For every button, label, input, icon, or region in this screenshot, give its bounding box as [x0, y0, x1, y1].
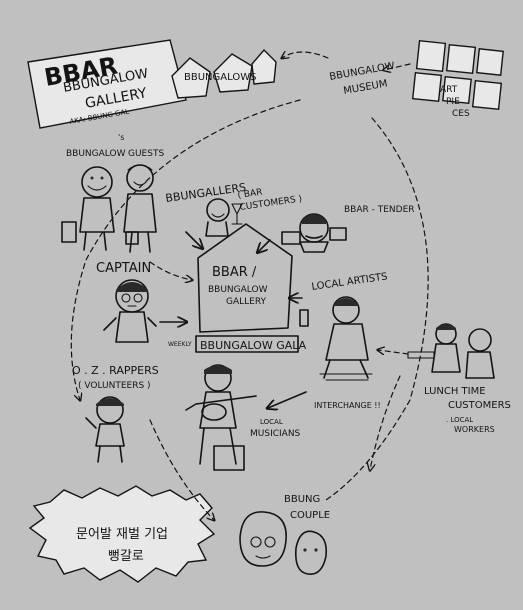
bartender-figure [281, 213, 347, 253]
volunteers-label: ( VOLUNTEERS ) [78, 381, 151, 391]
logo-card: BBAR BBUNGALOW GALLERY AKA: BBUNG GAL [27, 39, 187, 129]
center-label-line2: BBUNGALOW [208, 285, 268, 295]
couple-label-line2: COUPLE [290, 510, 330, 521]
interchange-label: INTERCHANGE !! [314, 401, 381, 410]
guests-label-possessive: 's [118, 133, 124, 142]
bar-customer-figure [205, 198, 243, 237]
museum-art-grid: ART PIE CES [411, 39, 504, 119]
art-pieces-line2: PIE [446, 97, 460, 107]
musicians-label-line1: LOCAL [260, 418, 283, 426]
korean-line1: 문어발 재벌 기업 [76, 527, 168, 542]
local-artists-label: LOCAL ARTISTS [311, 271, 388, 293]
lunch-customer-figures [407, 323, 495, 379]
center-label-line3: GALLERY [226, 297, 267, 307]
bartender-label: BBAR - TENDER [344, 205, 415, 215]
art-pieces-line3: CES [452, 109, 470, 119]
bungalow-houses: BBUNGALOWS [171, 48, 277, 99]
local-artist-figure [299, 296, 373, 381]
lunch-label-line1: LUNCH TIME [424, 386, 486, 397]
guest-figures [61, 164, 157, 253]
korean-line2: 뻥갈로 [108, 549, 144, 564]
workers-label-line1: . LOCAL [446, 416, 473, 424]
lunch-label-line2: CUSTOMERS [448, 400, 511, 411]
couple-label-line1: BBUNG [284, 494, 320, 505]
central-gallery-house: BBAR / BBUNGALOW GALLERY [197, 223, 293, 333]
musician-figure [185, 364, 257, 471]
musicians-label-line2: MUSICIANS [250, 429, 301, 439]
bar-customers-line1: ( BAR [237, 188, 263, 201]
guests-label-prefix: BBUNGALOW [66, 149, 126, 159]
weekly-label: WEEKLY [168, 341, 192, 348]
korean-burst: 문어발 재벌 기업 뻥갈로 [28, 485, 216, 583]
museum-label-line2: MUSEUM [343, 78, 389, 97]
art-pieces-line1: ART [440, 85, 458, 95]
bungalows-tag: BBUNGALOWS [184, 72, 256, 83]
rappers-label: O . Z . RAPPERS [72, 364, 159, 377]
flow-connectors [70, 52, 429, 520]
captain-label: CAPTAIN [96, 261, 151, 276]
captain-figure [103, 279, 157, 343]
rapper-figure [85, 396, 125, 463]
center-label-line1: BBAR / [212, 265, 257, 280]
workers-label-line2: WORKERS [454, 425, 495, 434]
guests-label: GUESTS [128, 149, 164, 159]
bbungallers-label: BBUNGALLERS [165, 181, 247, 205]
couple-figures [239, 511, 328, 575]
gala-label: BBUNGALOW GALA [200, 339, 307, 352]
